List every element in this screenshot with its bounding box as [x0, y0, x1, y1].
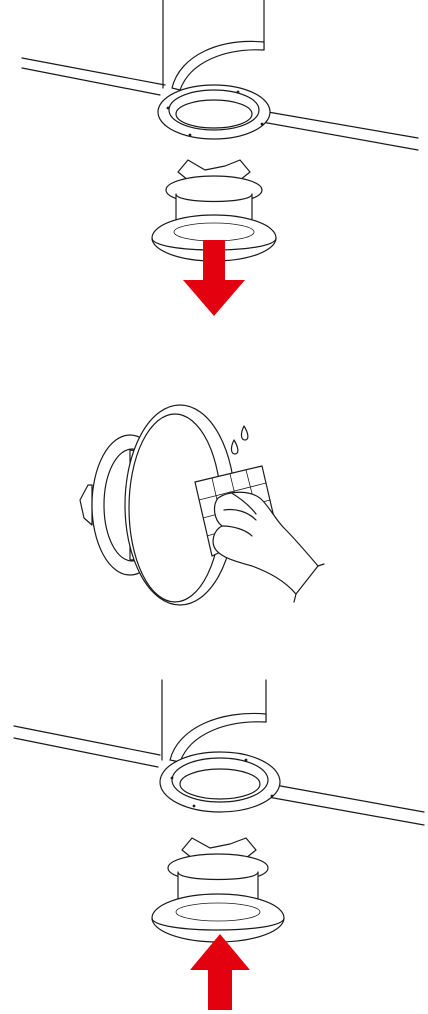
ventilation-duct: [163, 0, 264, 90]
ventilation-duct: [162, 680, 266, 762]
refit-valve-illustration: [0, 650, 428, 1014]
mounting-ring: [158, 85, 270, 139]
step-remove-valve: [0, 0, 428, 330]
air-valve: [152, 838, 284, 942]
clean-valve-illustration: [0, 330, 428, 650]
step-refit-valve: [0, 650, 428, 1014]
arrow-up: [190, 934, 250, 1010]
remove-valve-illustration: [0, 0, 428, 330]
step-clean-valve: [0, 330, 428, 650]
mounting-ring: [160, 752, 280, 812]
hand: [213, 492, 324, 602]
water-drops: [231, 426, 247, 454]
